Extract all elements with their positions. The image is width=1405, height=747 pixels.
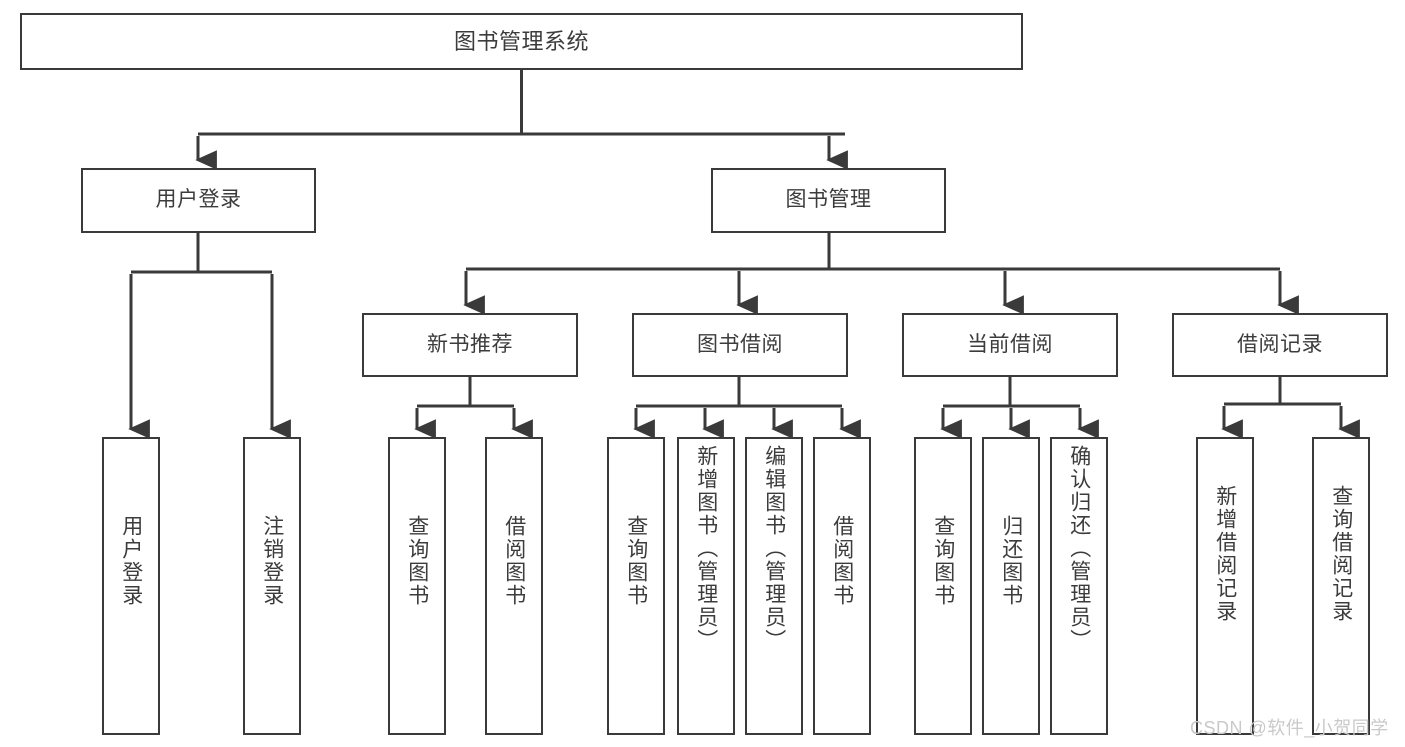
node-label: 借阅图书 — [830, 515, 854, 607]
leaf-borrow-borrow-book[interactable]: 借阅图书 — [813, 437, 871, 735]
leaf-current-confirm-return-admin[interactable]: 确认归还（管理员） — [1050, 437, 1108, 735]
node-label: 注销登录 — [260, 515, 284, 607]
node-new-book-recommend[interactable]: 新书推荐 — [362, 313, 578, 377]
node-label: 图书管理系统 — [453, 28, 589, 54]
node-label: 查询图书 — [405, 515, 429, 607]
leaf-borrow-edit-book-admin[interactable]: 编辑图书（管理员） — [745, 437, 803, 735]
node-book-management[interactable]: 图书管理 — [711, 168, 946, 233]
node-label: 编辑图书（管理员） — [762, 445, 786, 652]
leaf-record-query-record[interactable]: 查询借阅记录 — [1312, 437, 1370, 735]
leaf-new-book-borrow[interactable]: 借阅图书 — [485, 437, 543, 735]
leaf-current-query-book[interactable]: 查询图书 — [914, 437, 972, 735]
node-label: 新增图书（管理员） — [694, 445, 718, 652]
node-label: 借阅图书 — [502, 515, 526, 607]
node-borrow-record[interactable]: 借阅记录 — [1172, 313, 1388, 377]
node-label: 查询图书 — [931, 515, 955, 607]
leaf-borrow-add-book-admin[interactable]: 新增图书（管理员） — [677, 437, 735, 735]
node-label: 归还图书 — [999, 515, 1023, 607]
node-label: 新书推荐 — [427, 332, 513, 356]
node-label: 图书管理 — [785, 188, 872, 212]
leaf-user-login-login[interactable]: 用户登录 — [102, 437, 160, 735]
leaf-user-login-logout[interactable]: 注销登录 — [243, 437, 301, 735]
leaf-record-add-record[interactable]: 新增借阅记录 — [1196, 437, 1254, 735]
node-label: 查询借阅记录 — [1329, 485, 1353, 623]
node-label: 查询图书 — [624, 515, 648, 607]
leaf-new-book-query[interactable]: 查询图书 — [388, 437, 446, 735]
node-label: 确认归还（管理员） — [1067, 445, 1091, 652]
leaf-current-return-book[interactable]: 归还图书 — [982, 437, 1040, 735]
watermark-text: CSDN @软件_小贺同学 — [1190, 718, 1389, 738]
node-book-borrow[interactable]: 图书借阅 — [632, 313, 848, 377]
node-user-login[interactable]: 用户登录 — [81, 168, 316, 233]
node-label: 用户登录 — [119, 515, 143, 607]
node-label: 借阅记录 — [1237, 332, 1323, 356]
node-label: 图书借阅 — [697, 332, 783, 356]
leaf-borrow-query-book[interactable]: 查询图书 — [607, 437, 665, 735]
node-current-borrow[interactable]: 当前借阅 — [902, 313, 1118, 377]
node-label: 新增借阅记录 — [1213, 485, 1237, 623]
node-root-system[interactable]: 图书管理系统 — [20, 13, 1023, 70]
node-label: 当前借阅 — [967, 332, 1053, 356]
node-label: 用户登录 — [155, 188, 242, 212]
